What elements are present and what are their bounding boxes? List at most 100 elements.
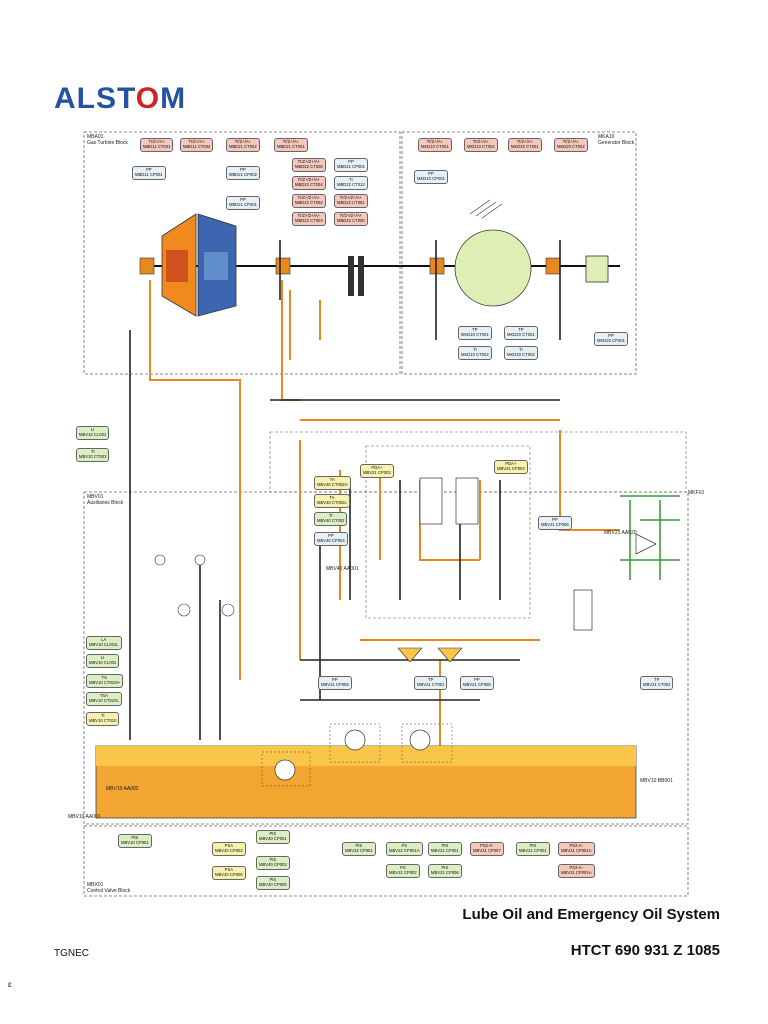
instrument-tag: TSA MBV10 CT010L xyxy=(86,692,122,706)
drawing-number: HTCT 690 931 Z 1085 xyxy=(570,942,720,959)
gauge-1 xyxy=(177,603,191,617)
instrument-tag: TI/Z+/A+ MKD10 CT002 xyxy=(464,138,498,152)
instrument-tag: PS MBV22 CP001A xyxy=(386,842,423,856)
equipment-label: MKF10 xyxy=(688,490,705,496)
turbine-core xyxy=(204,252,228,280)
instrument-tag: TA MBV40 CT002H xyxy=(314,476,351,490)
diagram-title: Lube Oil and Emergency Oil System xyxy=(462,906,720,923)
instrument-tag: PS2-A- MBV21 CP007 xyxy=(470,842,504,856)
bearing-4 xyxy=(545,257,561,275)
instrument-tag: TI/Z+/A+ MBD11 CT001 xyxy=(140,138,174,152)
side-mark: ɛ xyxy=(8,980,12,989)
instrument-tag: TP MBV21 CT002 xyxy=(640,676,674,690)
instrument-tag: TI/Z+/A+ MBD21 CT001 xyxy=(274,138,308,152)
instrument-tag: PP MBD21 CP001 xyxy=(226,196,260,210)
equipment-label: MBV10 BB001 xyxy=(640,778,673,784)
gauge-3 xyxy=(154,554,166,566)
instrument-tag: TI/Z+/Z+/A+ MBD22 CT006 xyxy=(292,158,326,172)
instrument-tag: PP MBD21 CP001 xyxy=(334,158,368,172)
pump-2 xyxy=(344,729,366,751)
instrument-tag: TI/Z+/A+ MKD20 CT001 xyxy=(508,138,542,152)
cooler-block-frame xyxy=(269,431,687,493)
instrument-tag: TI/Z+/A+ MKD20 CT002 xyxy=(554,138,588,152)
instrument-tag: TI/Z+/A+ MKD10 CT001 xyxy=(418,138,452,152)
instrument-tag: PDA+ MBV21 CP004 xyxy=(494,460,528,474)
instrument-tag: PIS MBV21 CP001 xyxy=(428,842,462,856)
instrument-tag: PP MBD21 CP002 xyxy=(226,166,260,180)
vessel-1 xyxy=(397,647,423,663)
gauge-4 xyxy=(194,554,206,566)
filter-block-frame xyxy=(365,445,531,619)
vessel-2 xyxy=(437,647,463,663)
logo-text: ALSTOM xyxy=(54,82,187,115)
instrument-tag: PDA+ MBV21 CP003 xyxy=(360,464,394,478)
generator-shape xyxy=(454,229,532,307)
instrument-tag: PIS MBV40 CP003 xyxy=(256,856,290,870)
instrument-tag: TP MBV21 CT001 xyxy=(414,676,448,690)
instrument-tag: PDI MBV10 CP001 xyxy=(118,834,152,848)
instrument-tag: PS2-A- MBV21 CP001A xyxy=(558,864,595,878)
bearing-2 xyxy=(275,257,291,275)
equipment-label: MBV10 AA001 xyxy=(68,814,101,820)
instrument-tag: TI MBD22 CT013 xyxy=(334,176,368,190)
instrument-tag: LI MBV10 CL001 xyxy=(86,654,120,668)
instrument-tag: TI/Z+/Z+/A+ MBD22 CT002 xyxy=(292,194,326,208)
valve-1 xyxy=(635,533,657,555)
exciter-shape xyxy=(585,255,609,283)
gearbox-2 xyxy=(358,256,364,296)
instrument-tag: TI MKD20 CT002 xyxy=(504,346,538,360)
instrument-tag: PP MBV21 CP005 xyxy=(460,676,494,690)
instrument-tag: LA MBV10 CL001L xyxy=(86,636,122,650)
instrument-tag: TI/Z+/Z+/A+ MBD22 CT001 xyxy=(334,194,368,208)
filter-1 xyxy=(419,477,443,525)
bearing-3 xyxy=(429,257,445,275)
instrument-tag: PP MBD11 CP001 xyxy=(132,166,166,180)
pump-1 xyxy=(274,759,296,781)
instrument-tag: PP MKD20 CP001 xyxy=(594,332,628,346)
instrument-tag: LI MBV10 CL001 xyxy=(76,426,110,440)
instrument-tag: TI MKD10 CT002 xyxy=(458,346,492,360)
instrument-tag: TA MBV40 CT002L xyxy=(314,494,350,508)
instrument-tag: PS2-A- MBV21 CP001A xyxy=(558,842,595,856)
instrument-tag: TI MBV10 CT003 xyxy=(76,448,110,462)
gas-turbine-block-frame xyxy=(83,131,401,375)
instrument-tag: PP MBV40 CP004 xyxy=(314,532,348,546)
compressor-core xyxy=(166,250,188,282)
instrument-tag: PP MBV21 CP009 xyxy=(318,676,352,690)
equipment-label: MBV10 AA002 xyxy=(106,786,139,792)
instrument-tag: PSA MBV40 CP002 xyxy=(212,842,246,856)
instrument-tag: TI/Z+/Z+/A+ MBD22 CT005 xyxy=(334,212,368,226)
gearbox-1 xyxy=(348,256,354,296)
equipment-label: MBV21 AA020 xyxy=(604,530,637,536)
cooler xyxy=(573,589,593,631)
instrument-tag: PIS MBV40 CP005 xyxy=(256,876,290,890)
control-valve-block-frame xyxy=(83,825,689,897)
instrument-tag: TI/Z+/A+ MBD11 CT002 xyxy=(180,138,214,152)
instrument-tag: TI MBV40 CT002 xyxy=(314,512,348,526)
instrument-tag: PIS MBV21 CP006 xyxy=(428,864,462,878)
filter-2 xyxy=(455,477,479,525)
instrument-tag: PP MBV21 CP006 xyxy=(538,516,572,530)
gauge-2 xyxy=(221,603,235,617)
generator-block-frame xyxy=(401,131,637,375)
equipment-label: MBV40 AA001 xyxy=(326,566,359,572)
oil-tank-top xyxy=(96,746,636,766)
instrument-tag: TI/Z+/Z+/A+ MBD22 CT004 xyxy=(292,176,326,190)
bearing-1 xyxy=(139,257,155,275)
green-pipes xyxy=(620,495,680,580)
instrument-tag: TI MBV10 CT010 xyxy=(86,712,120,726)
alstom-logo: ALSTOM xyxy=(54,82,186,116)
pump-3 xyxy=(409,729,431,751)
instrument-tag: TS MBV10 CT010H xyxy=(86,674,123,688)
instrument-tag: PIS MBV40 CP001 xyxy=(256,830,290,844)
instrument-tag: PP MKD10 CP001 xyxy=(414,170,448,184)
instrument-tag: TP MKD20 CT001 xyxy=(504,326,538,340)
instrument-tag: PIS MBV21 CP001 xyxy=(516,842,550,856)
instrument-tag: TI/Z+/Z+/A+ MBD22 CT003 xyxy=(292,212,326,226)
instrument-tag: PIS MBV22 CP001 xyxy=(342,842,376,856)
